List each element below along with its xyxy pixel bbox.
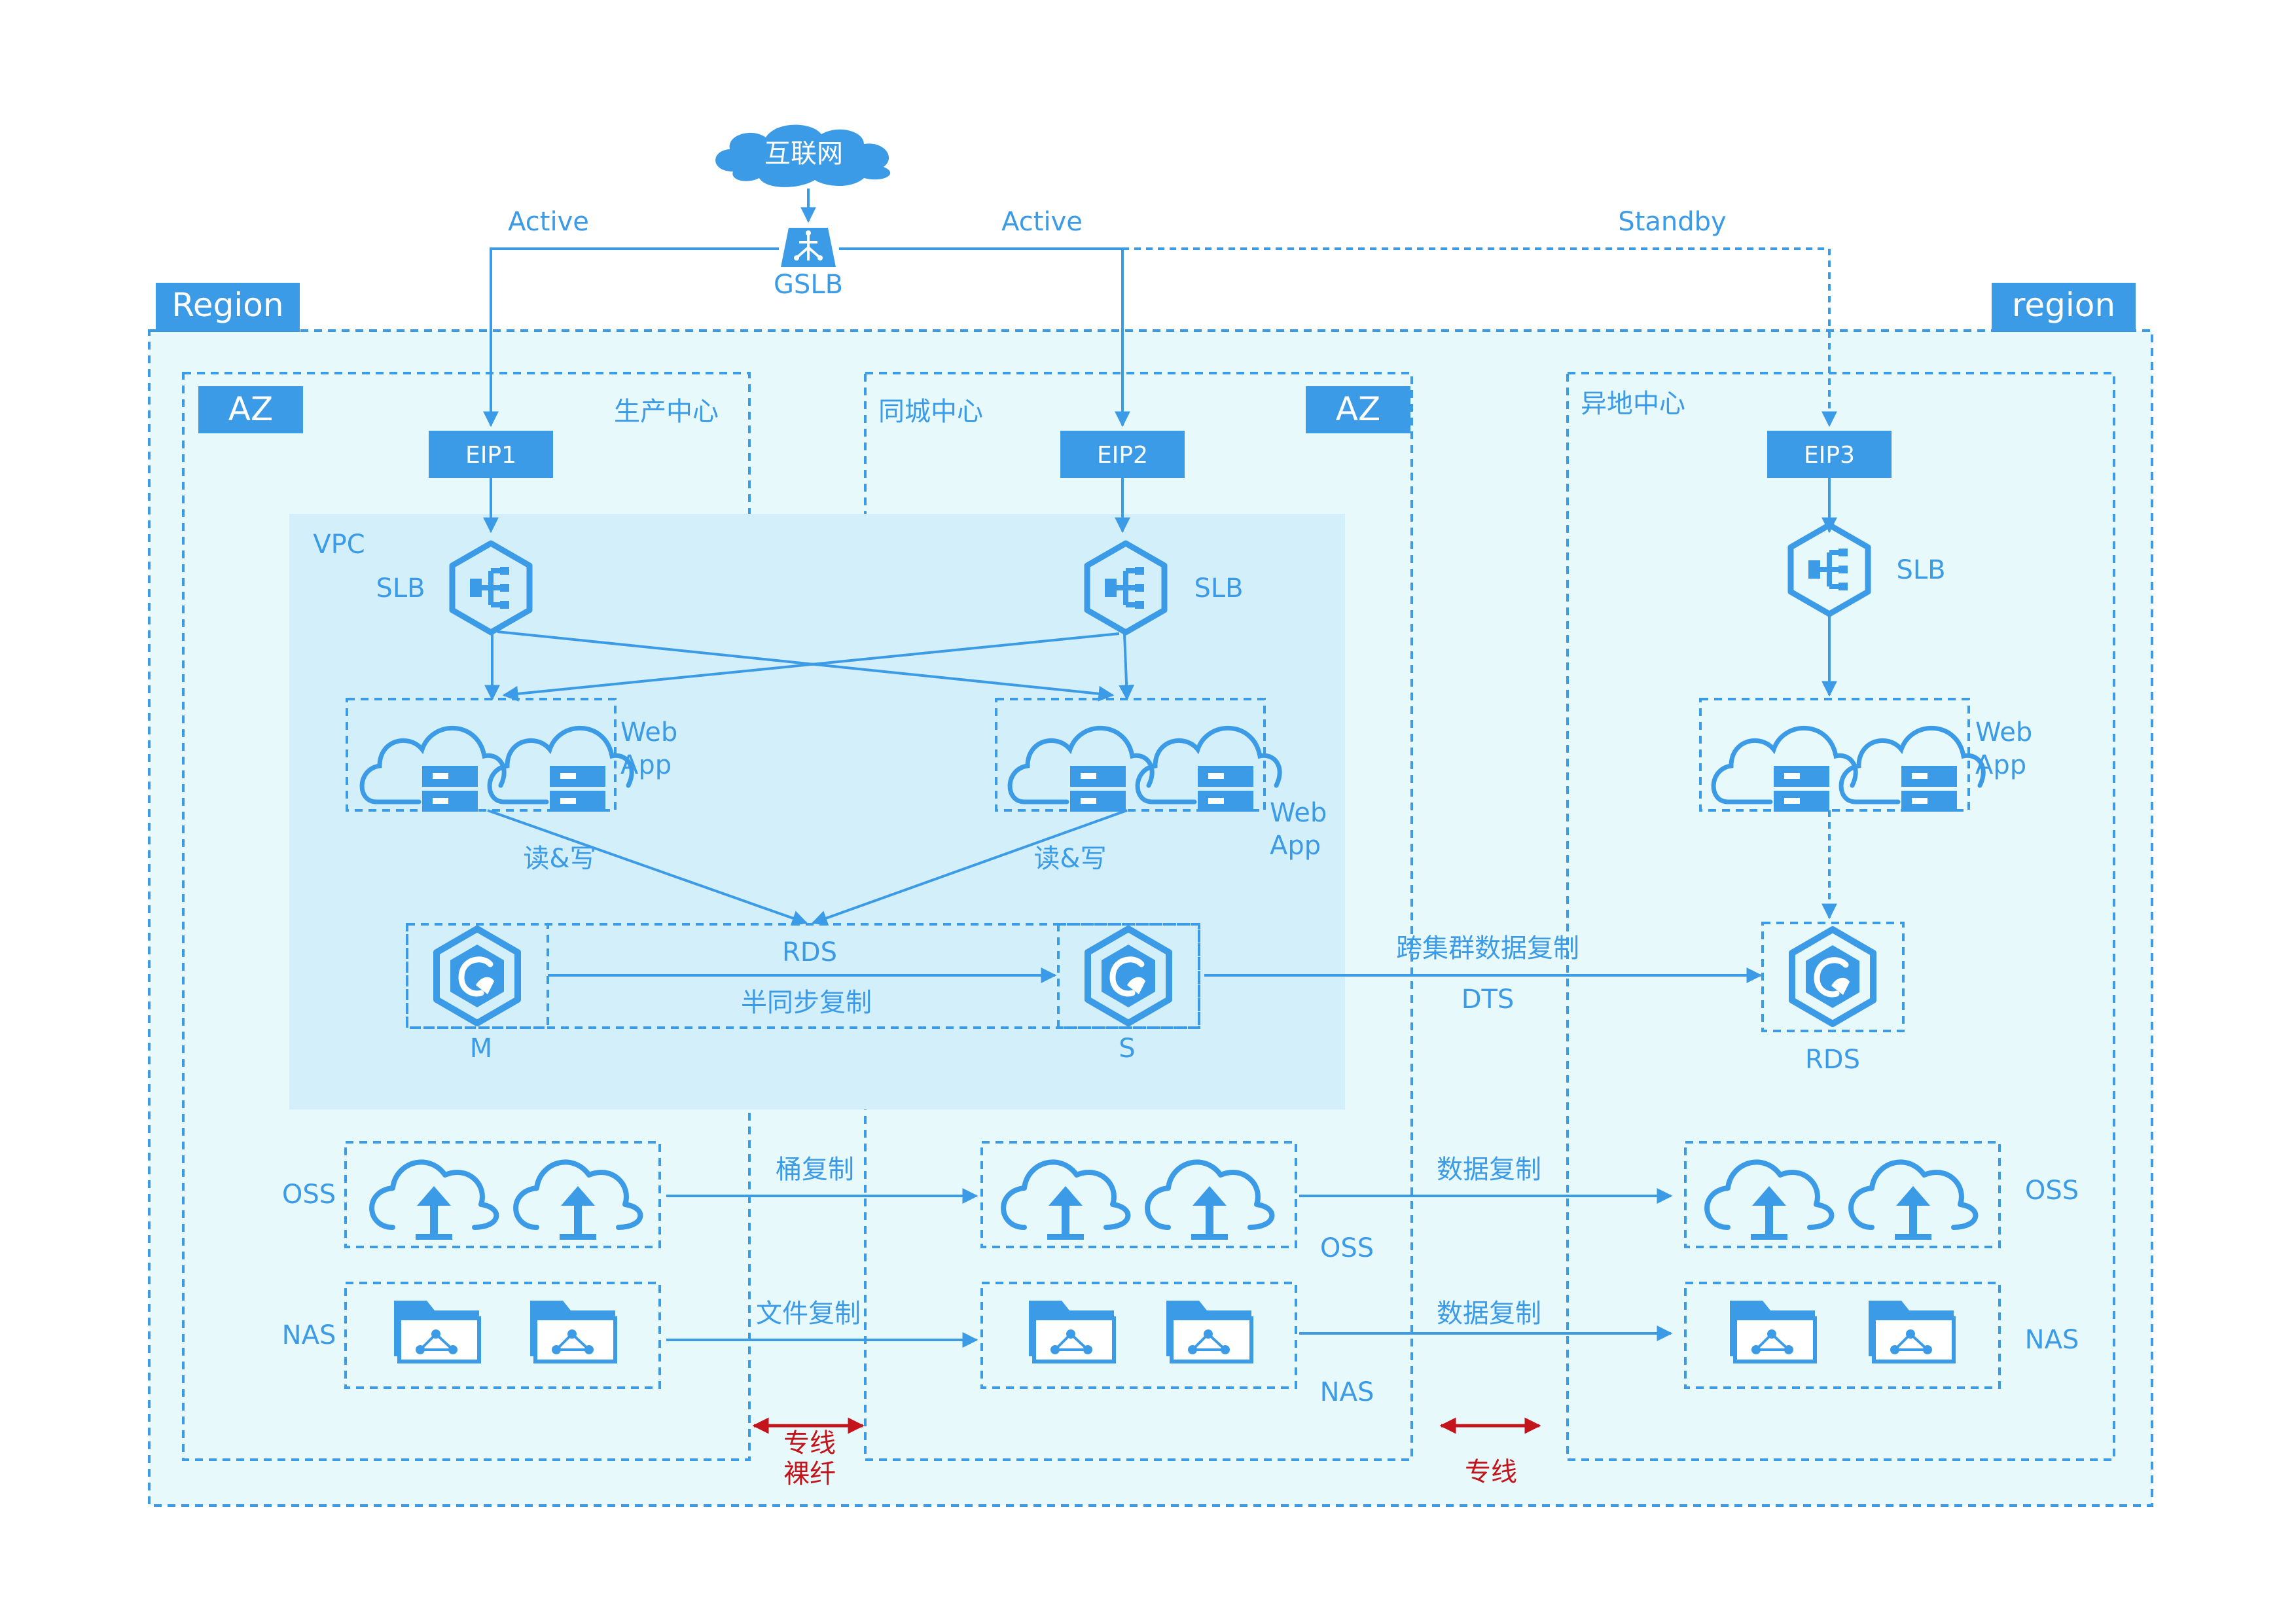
az-right-badge [1306,386,1410,433]
slb2-to-web1 [502,632,1120,702]
app2-label: App [1270,831,1321,861]
link-active-left [483,247,779,427]
rds-remote-box [1761,922,1905,1032]
rds-cluster-label: RDS [782,937,837,967]
internet-label: 互联网 [764,139,843,169]
app1-label: App [620,750,672,780]
nas-mid-label: NAS [1320,1377,1374,1407]
slb3-label: SLB [1896,555,1945,585]
web1-label: Web [620,717,677,748]
nas-group-right [1684,1282,2001,1389]
vpc-label: VPC [313,530,365,560]
city-center-title: 同城中心 [878,397,983,427]
link-standby [1122,247,1837,427]
file-copy-label: 文件复制 [756,1299,861,1329]
fiber-link-label-1: 专线 [783,1428,836,1458]
semi-sync-label: 半同步复制 [741,988,872,1018]
rw-left-label: 读&写 [523,844,596,874]
nas-left-label: NAS [282,1320,336,1350]
oss-group-right [1684,1141,2001,1248]
dts-label: DTS [1462,984,1515,1015]
eip3-label: EIP3 [1804,442,1855,469]
eip1-box [429,431,553,478]
rds-remote-label: RDS [1805,1045,1860,1075]
slb1-label: SLB [376,573,425,604]
region-right-badge [1992,283,2136,332]
remote-center-title: 异地中心 [1581,389,1685,419]
region-left-badge [156,283,300,332]
remote-center-boundary [1566,372,2115,1461]
az-right-label: AZ [1336,390,1380,428]
region-left-label: Region [171,286,283,324]
az-left-badge [198,386,303,433]
nas-data-copy-label: 数据复制 [1437,1299,1541,1329]
oss-group-mid [980,1141,1297,1248]
rw-right-arrow [811,809,1128,926]
active-left-label: Active [508,207,589,237]
oss-data-copy-label: 数据复制 [1437,1155,1541,1185]
gslb-icon [780,226,837,268]
rds-slave-label: S [1119,1034,1135,1064]
nas-group-left [344,1282,661,1389]
oss-mid-label: OSS [1320,1233,1374,1263]
bucket-copy-label: 桶复制 [776,1155,854,1185]
web2-label: Web [1270,798,1327,828]
prod-center-title: 生产中心 [614,397,719,427]
web3-label: Web [1975,717,2032,748]
standby-label: Standby [1618,207,1726,237]
cross-cluster-label: 跨集群数据复制 [1396,933,1579,964]
rds-slave-box [1057,923,1200,1029]
eip2-box [1060,431,1185,478]
eip2-label: EIP2 [1097,442,1148,469]
nas-right-label: NAS [2025,1325,2079,1355]
rds-master-label: M [470,1034,493,1064]
oss-left-label: OSS [282,1180,336,1210]
app3-label: App [1975,750,2026,780]
eip1-label: EIP1 [465,442,516,469]
slb2-label: SLB [1194,573,1243,604]
fiber-link-label-2: 裸纤 [783,1459,836,1489]
slb2-to-web2 [1119,633,1135,701]
gslb-label: GSLB [774,270,843,300]
slb1-to-web2 [497,630,1115,702]
region-right-label: region [2012,286,2115,324]
rw-left-arrow [487,809,808,926]
active-mid-label: Active [1001,207,1083,237]
az-left-label: AZ [228,390,273,428]
dedicated-line-label: 专线 [1465,1457,1517,1487]
internet-cloud-icon [715,124,891,187]
rw-right-label: 读&写 [1033,844,1106,874]
oss-group-left [344,1141,661,1248]
nas-group-mid [980,1282,1297,1389]
eip3-box [1767,431,1892,478]
oss-right-label: OSS [2025,1176,2079,1206]
